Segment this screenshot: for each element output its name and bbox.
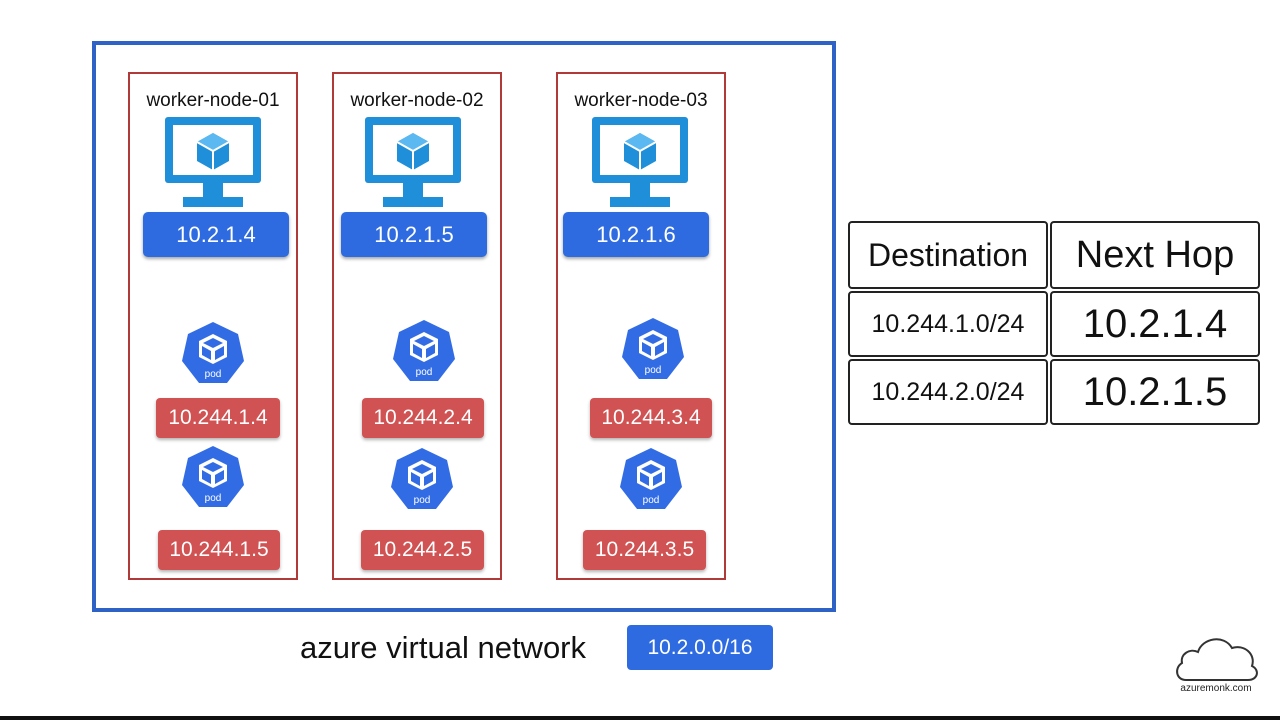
route-table-cell-next-hop: 10.2.1.5 [1050, 359, 1260, 425]
pod-icon-label: pod [414, 495, 431, 506]
node-ip-badge: 10.2.1.6 [563, 212, 709, 257]
pod-ip-badge: 10.244.3.4 [590, 398, 712, 438]
pod-icon-label: pod [205, 493, 222, 504]
route-table-cell-destination: 10.244.2.0/24 [848, 359, 1048, 425]
pod-ip-badge: 10.244.2.4 [362, 398, 484, 438]
monitor-icon [592, 117, 688, 207]
route-table-cell-next-hop: 10.2.1.4 [1050, 291, 1260, 357]
route-table-header-destination: Destination [848, 221, 1048, 289]
node-title: worker-node-01 [146, 90, 280, 111]
pod-icon-label: pod [205, 369, 222, 380]
network-label: azure virtual network [300, 630, 587, 665]
monitor-icon [365, 117, 461, 207]
cloud-icon [1176, 638, 1258, 681]
pod-icon: pod [391, 448, 453, 509]
node-ip-badge: 10.2.1.5 [341, 212, 487, 257]
pod-icon-label: pod [416, 367, 433, 378]
worker-node-box [332, 72, 502, 580]
bottom-bar [0, 716, 1280, 720]
pod-ip-badge: 10.244.1.5 [158, 530, 280, 570]
pod-icon-label: pod [645, 365, 662, 376]
monitor-icon [165, 117, 261, 207]
route-table-header-next-hop: Next Hop [1050, 221, 1260, 289]
worker-node-box [128, 72, 298, 580]
pod-icon-label: pod [643, 495, 660, 506]
pod-ip-badge: 10.244.1.4 [156, 398, 280, 438]
pod-icon: pod [393, 320, 455, 381]
network-cidr-badge: 10.2.0.0/16 [627, 625, 773, 670]
node-ip-badge: 10.2.1.4 [143, 212, 289, 257]
node-title: worker-node-02 [350, 90, 484, 111]
pod-icon: pod [620, 448, 682, 509]
worker-node-box [556, 72, 726, 580]
pod-icon: pod [622, 318, 684, 379]
pod-icon: pod [182, 322, 244, 383]
pod-ip-badge: 10.244.3.5 [583, 530, 706, 570]
pod-icon: pod [182, 446, 244, 507]
route-table-cell-destination: 10.244.1.0/24 [848, 291, 1048, 357]
logo-text: azuremonk.com [1180, 683, 1252, 694]
node-title: worker-node-03 [574, 90, 708, 111]
pod-ip-badge: 10.244.2.5 [361, 530, 484, 570]
